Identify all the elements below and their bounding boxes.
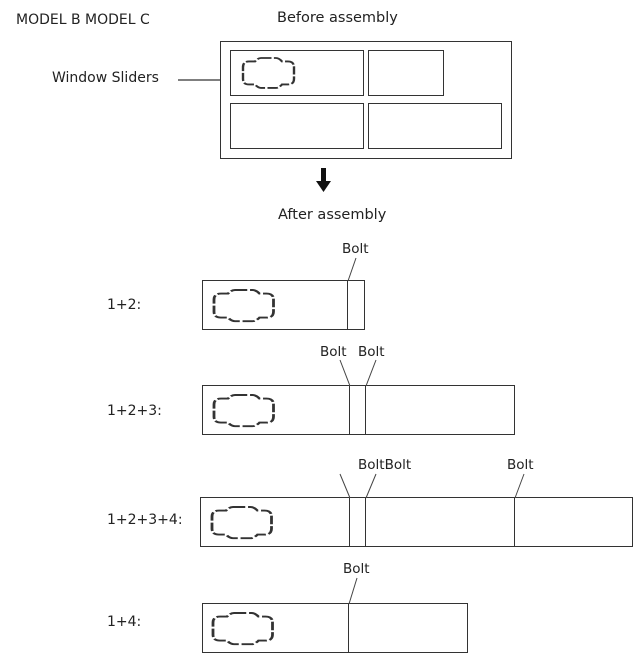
- bolt-label: Bolt: [320, 344, 347, 360]
- bolt-leader: [514, 473, 525, 499]
- bolt-leader: [347, 257, 357, 282]
- slider-panel-4: [348, 603, 468, 653]
- rounded-slot-icon: [212, 288, 275, 323]
- before-assembly-title: Before assembly: [277, 10, 398, 26]
- slider-panel-4: [368, 103, 502, 149]
- bolt-label: Bolt: [342, 241, 369, 257]
- slider-panel-1: [200, 497, 350, 547]
- bolt-label: Bolt: [507, 457, 534, 473]
- slider-panel-4: [514, 497, 633, 547]
- bolt-leader: [365, 359, 377, 387]
- slider-panel-1: [202, 280, 348, 330]
- bolt-leader: [348, 577, 358, 605]
- down-arrow-icon: [316, 168, 331, 192]
- bolt-label: BoltBolt: [358, 457, 412, 473]
- bolt-leader: [339, 359, 351, 387]
- slider-panel-3: [230, 103, 364, 149]
- after-assembly-title: After assembly: [278, 207, 387, 223]
- slider-panel-1: [202, 385, 350, 435]
- bolt-label: Bolt: [343, 561, 370, 577]
- rounded-slot-icon: [210, 505, 273, 540]
- slider-panel-2: [368, 50, 444, 96]
- row-label-1-2-3-4: 1+2+3+4:: [107, 512, 183, 528]
- slider-panel-2: [347, 280, 365, 330]
- window-sliders-label: Window Sliders: [52, 70, 159, 86]
- bolt-label: Bolt: [358, 344, 385, 360]
- models-label: MODEL B MODEL C: [16, 12, 150, 28]
- rounded-slot-icon: [241, 56, 296, 90]
- bolt-leader: [339, 473, 351, 499]
- rounded-slot-icon: [211, 611, 274, 646]
- row-label-1-2-3: 1+2+3:: [107, 403, 162, 419]
- rounded-slot-icon: [212, 393, 275, 428]
- slider-panel-3: [365, 385, 515, 435]
- slider-panel-3: [365, 497, 515, 547]
- row-label-1-2: 1+2:: [107, 297, 142, 313]
- bolt-leader: [365, 473, 377, 499]
- row-label-1-4: 1+4:: [107, 614, 142, 630]
- slider-panel-1: [230, 50, 364, 96]
